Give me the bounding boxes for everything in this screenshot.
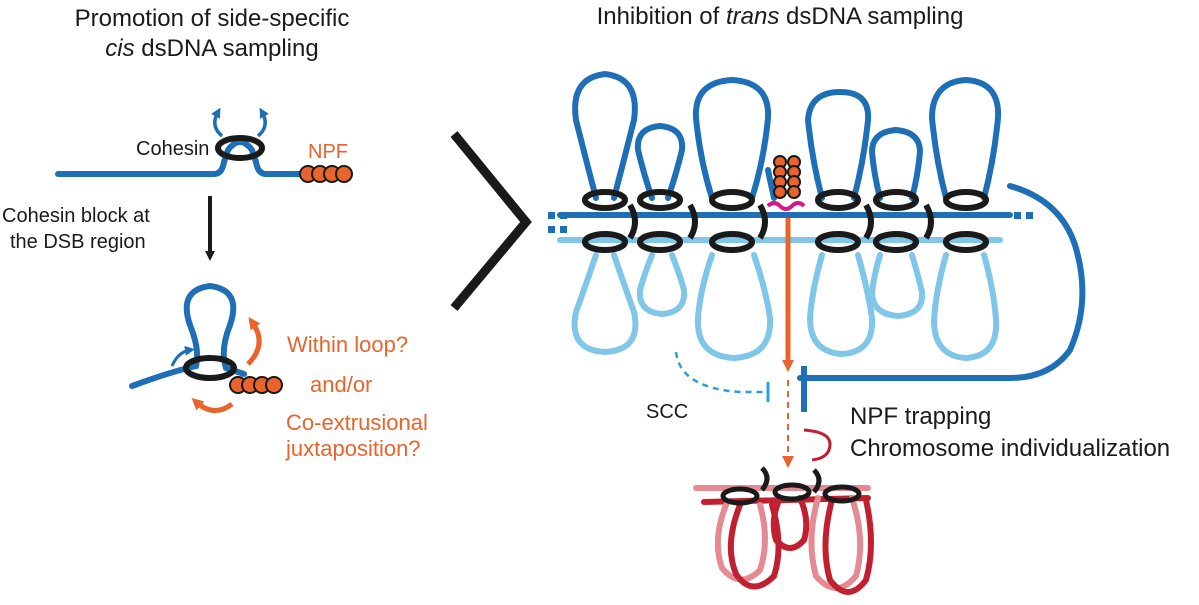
left-title-line2: cis dsDNA sampling xyxy=(105,35,318,62)
cohesin-rings-axis-icon xyxy=(582,189,989,253)
block-label-line1: Cohesin block at xyxy=(2,205,150,227)
npf-beads-bottom-icon xyxy=(229,376,283,394)
right-panel: Inhibition of trans dsDNA sampling xyxy=(548,3,1170,595)
co-extrusional-label-line2: juxtaposition? xyxy=(285,436,421,461)
co-extrusional-label-line1: Co-extrusional xyxy=(286,410,428,435)
extrusion-arrow-right-icon xyxy=(256,107,269,138)
chromosome-individualization-label: Chromosome individualization xyxy=(850,435,1170,462)
individualized-chromosome xyxy=(693,485,874,595)
small-blue-arrow-icon xyxy=(170,345,195,367)
lower-sister-chromatid xyxy=(557,237,1003,362)
lower-strand-dotted-ends xyxy=(548,226,567,233)
upper-sister-chromatid xyxy=(557,70,1086,381)
scc-dashed-inhibition-icon xyxy=(674,351,766,394)
top-dsdna-strand xyxy=(55,139,315,177)
within-loop-arrow-icon xyxy=(246,317,262,366)
scc-label: SCC xyxy=(646,401,688,423)
upper-strand-dotted-ends xyxy=(548,212,1033,219)
block-label-line2: the DSB region xyxy=(10,231,146,253)
npf-cluster-icon xyxy=(773,155,801,199)
dsb-break-mark-icon xyxy=(766,201,806,211)
left-title-line1: Promotion of side-specific xyxy=(75,5,350,32)
cohesin-rings-condensed-icon xyxy=(720,466,862,506)
trans-dashed-arrowhead-icon xyxy=(782,456,794,468)
left-panel: Promotion of side-specific cis dsDNA sam… xyxy=(2,5,428,461)
and-or-label: and/or xyxy=(310,372,372,397)
cohesin-ring-bottom-icon xyxy=(183,355,237,381)
within-loop-label: Within loop? xyxy=(287,332,408,357)
extrusion-arrow-left-icon xyxy=(211,107,224,138)
co-extrusion-arrow-icon xyxy=(191,398,234,413)
cohesin-ring-icon xyxy=(215,135,265,161)
npf-label: NPF xyxy=(308,141,348,163)
cohesin-label: Cohesin xyxy=(136,138,209,160)
npf-trapping-inhibition-icon xyxy=(803,428,832,462)
right-title: Inhibition of trans dsDNA sampling xyxy=(597,3,964,30)
npf-beads-top-icon xyxy=(299,165,353,183)
npf-trapping-label: NPF trapping xyxy=(850,403,991,430)
chevron-separator-icon xyxy=(450,131,532,311)
